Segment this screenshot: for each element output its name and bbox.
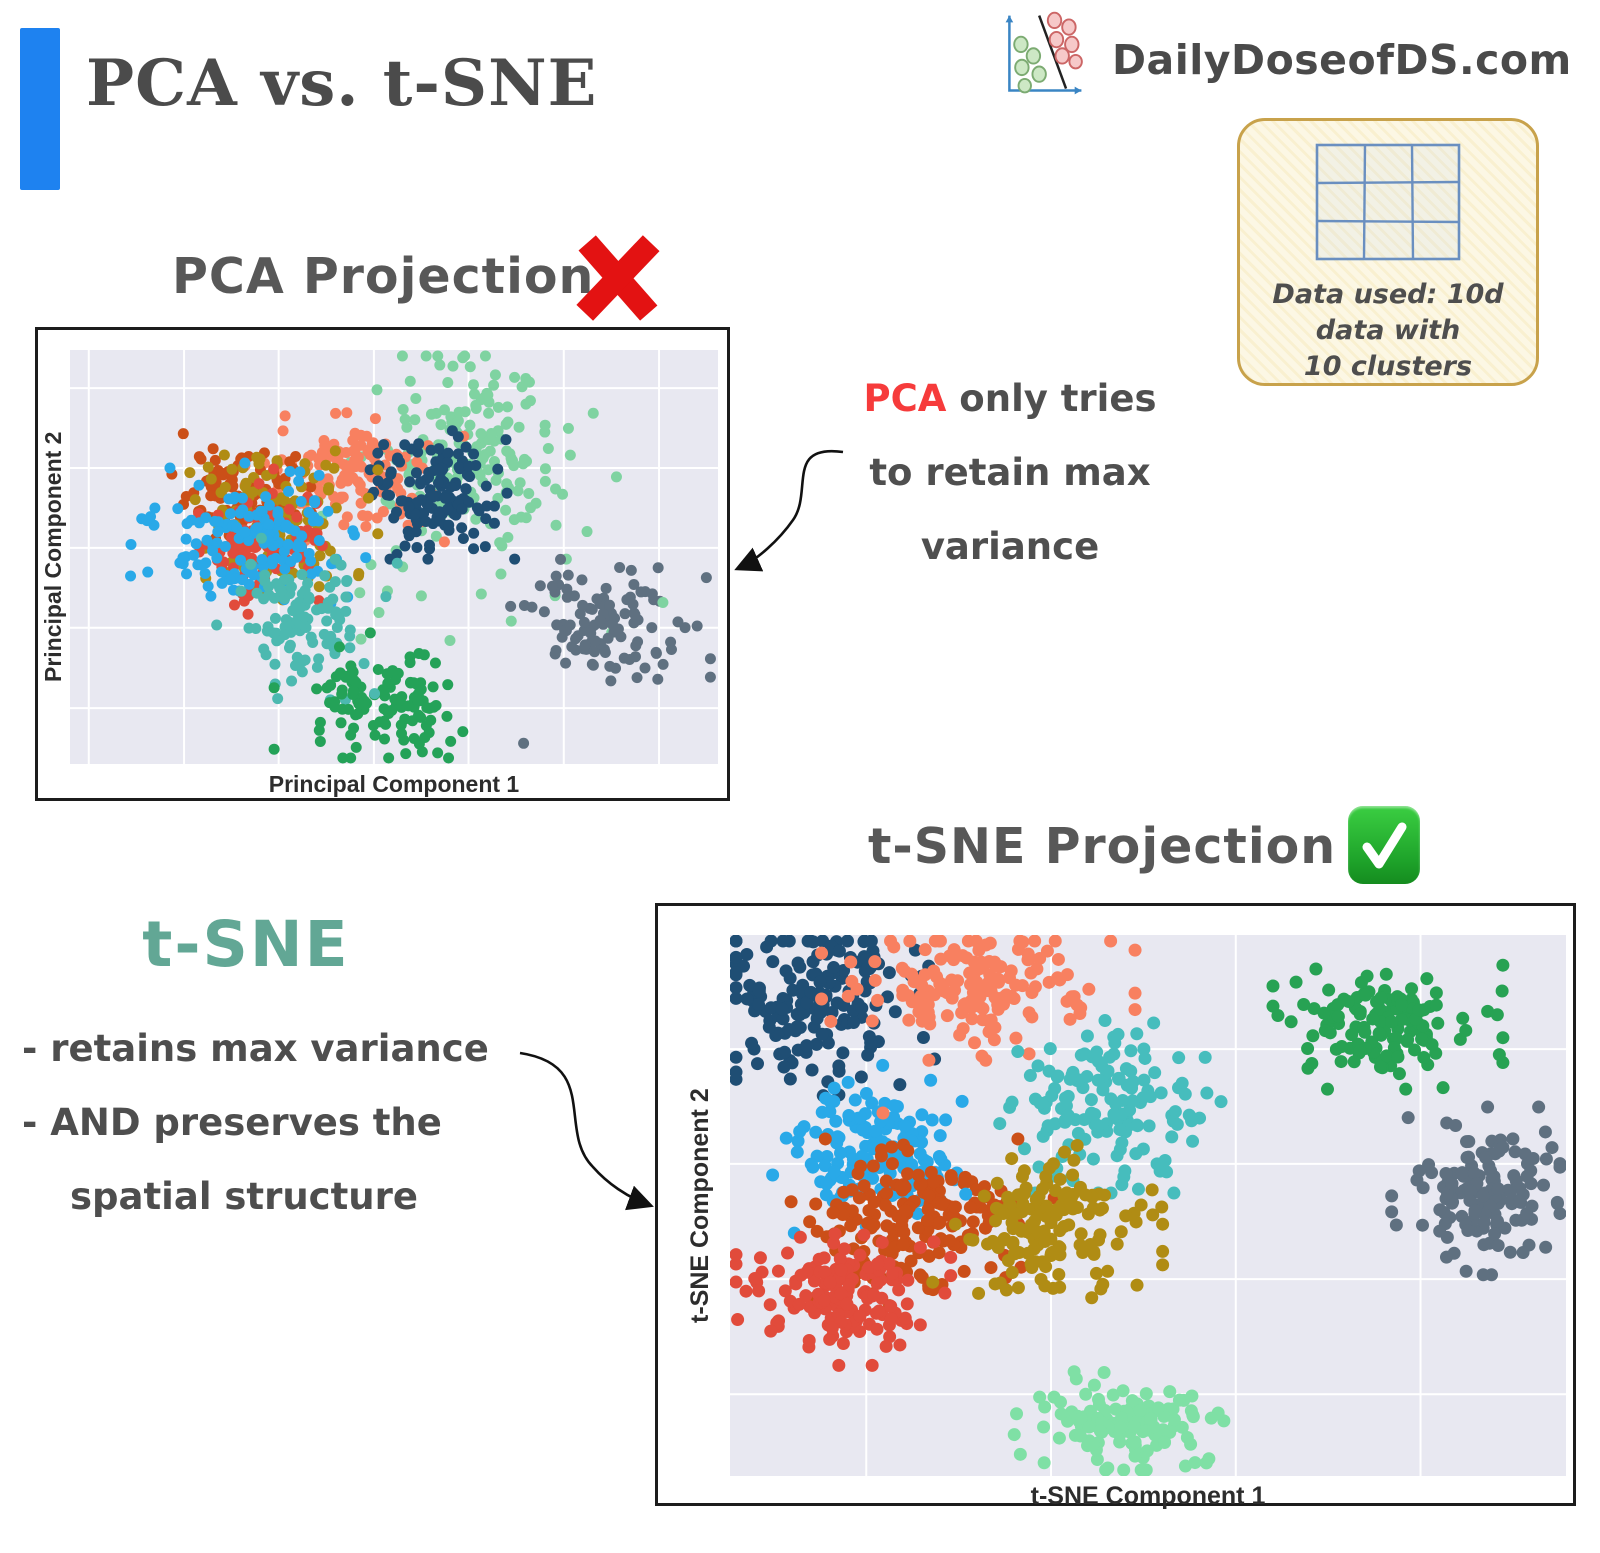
tsne-title: t-SNE: [142, 908, 350, 981]
tsne-y-axis-label: t-SNE Component 2: [686, 1088, 714, 1323]
page-title: PCA vs. t-SNE: [86, 46, 598, 121]
green-check-icon: [1348, 806, 1420, 884]
pca-annotation-line1: PCA only tries: [845, 362, 1175, 436]
tsne-figure: t-SNE Component 1 t-SNE Component 2: [655, 903, 1576, 1510]
tsne-x-axis-label: t-SNE Component 1: [1030, 1482, 1266, 1510]
pca-annotation-highlight: PCA: [863, 377, 947, 420]
tsne-heading: t-SNE Projection: [868, 818, 1337, 875]
title-accent-bar: [20, 28, 60, 190]
tsne-bullet-2: - AND preserves the: [22, 1101, 442, 1144]
red-cross-icon: [572, 228, 664, 330]
pca-x-axis-label: Principal Component 1: [268, 771, 520, 797]
data-used-line2: data with: [1315, 315, 1461, 346]
tsne-plot-area: [729, 934, 1567, 1477]
pca-heading: PCA Projection: [172, 248, 595, 305]
pca-annotation-line3: variance: [920, 525, 1100, 568]
grid-3x3-icon: [1240, 139, 1536, 271]
pca-figure: Principal Component 1 Principal Componen…: [35, 327, 730, 801]
data-used-line1: Data used: 10d: [1272, 279, 1504, 310]
tsne-bullet-3: spatial structure: [70, 1175, 418, 1218]
tsne-annotation-arrow: [519, 1051, 654, 1211]
brand-name: DailyDoseofDS.com: [1112, 36, 1572, 84]
tsne-bullet-1: - retains max variance: [22, 1027, 489, 1070]
brand-logo-scatter-icon: [995, 6, 1091, 106]
pca-plot-area: [70, 350, 718, 764]
pca-annotation-line2: to retain max: [869, 451, 1151, 494]
pca-annotation: PCA only tries to retain max variance: [845, 362, 1175, 584]
tsne-bullets: - retains max variance - AND preserves t…: [22, 1012, 542, 1234]
pca-y-axis-label: Principal Component 2: [40, 431, 66, 683]
data-used-text: Data used: 10d data with 10 clusters: [1240, 277, 1536, 385]
data-used-box: Data used: 10d data with 10 clusters: [1237, 118, 1539, 386]
pca-annotation-line1-rest: only tries: [946, 377, 1157, 420]
data-used-line3: 10 clusters: [1303, 351, 1473, 382]
pca-annotation-arrow: [734, 449, 844, 572]
